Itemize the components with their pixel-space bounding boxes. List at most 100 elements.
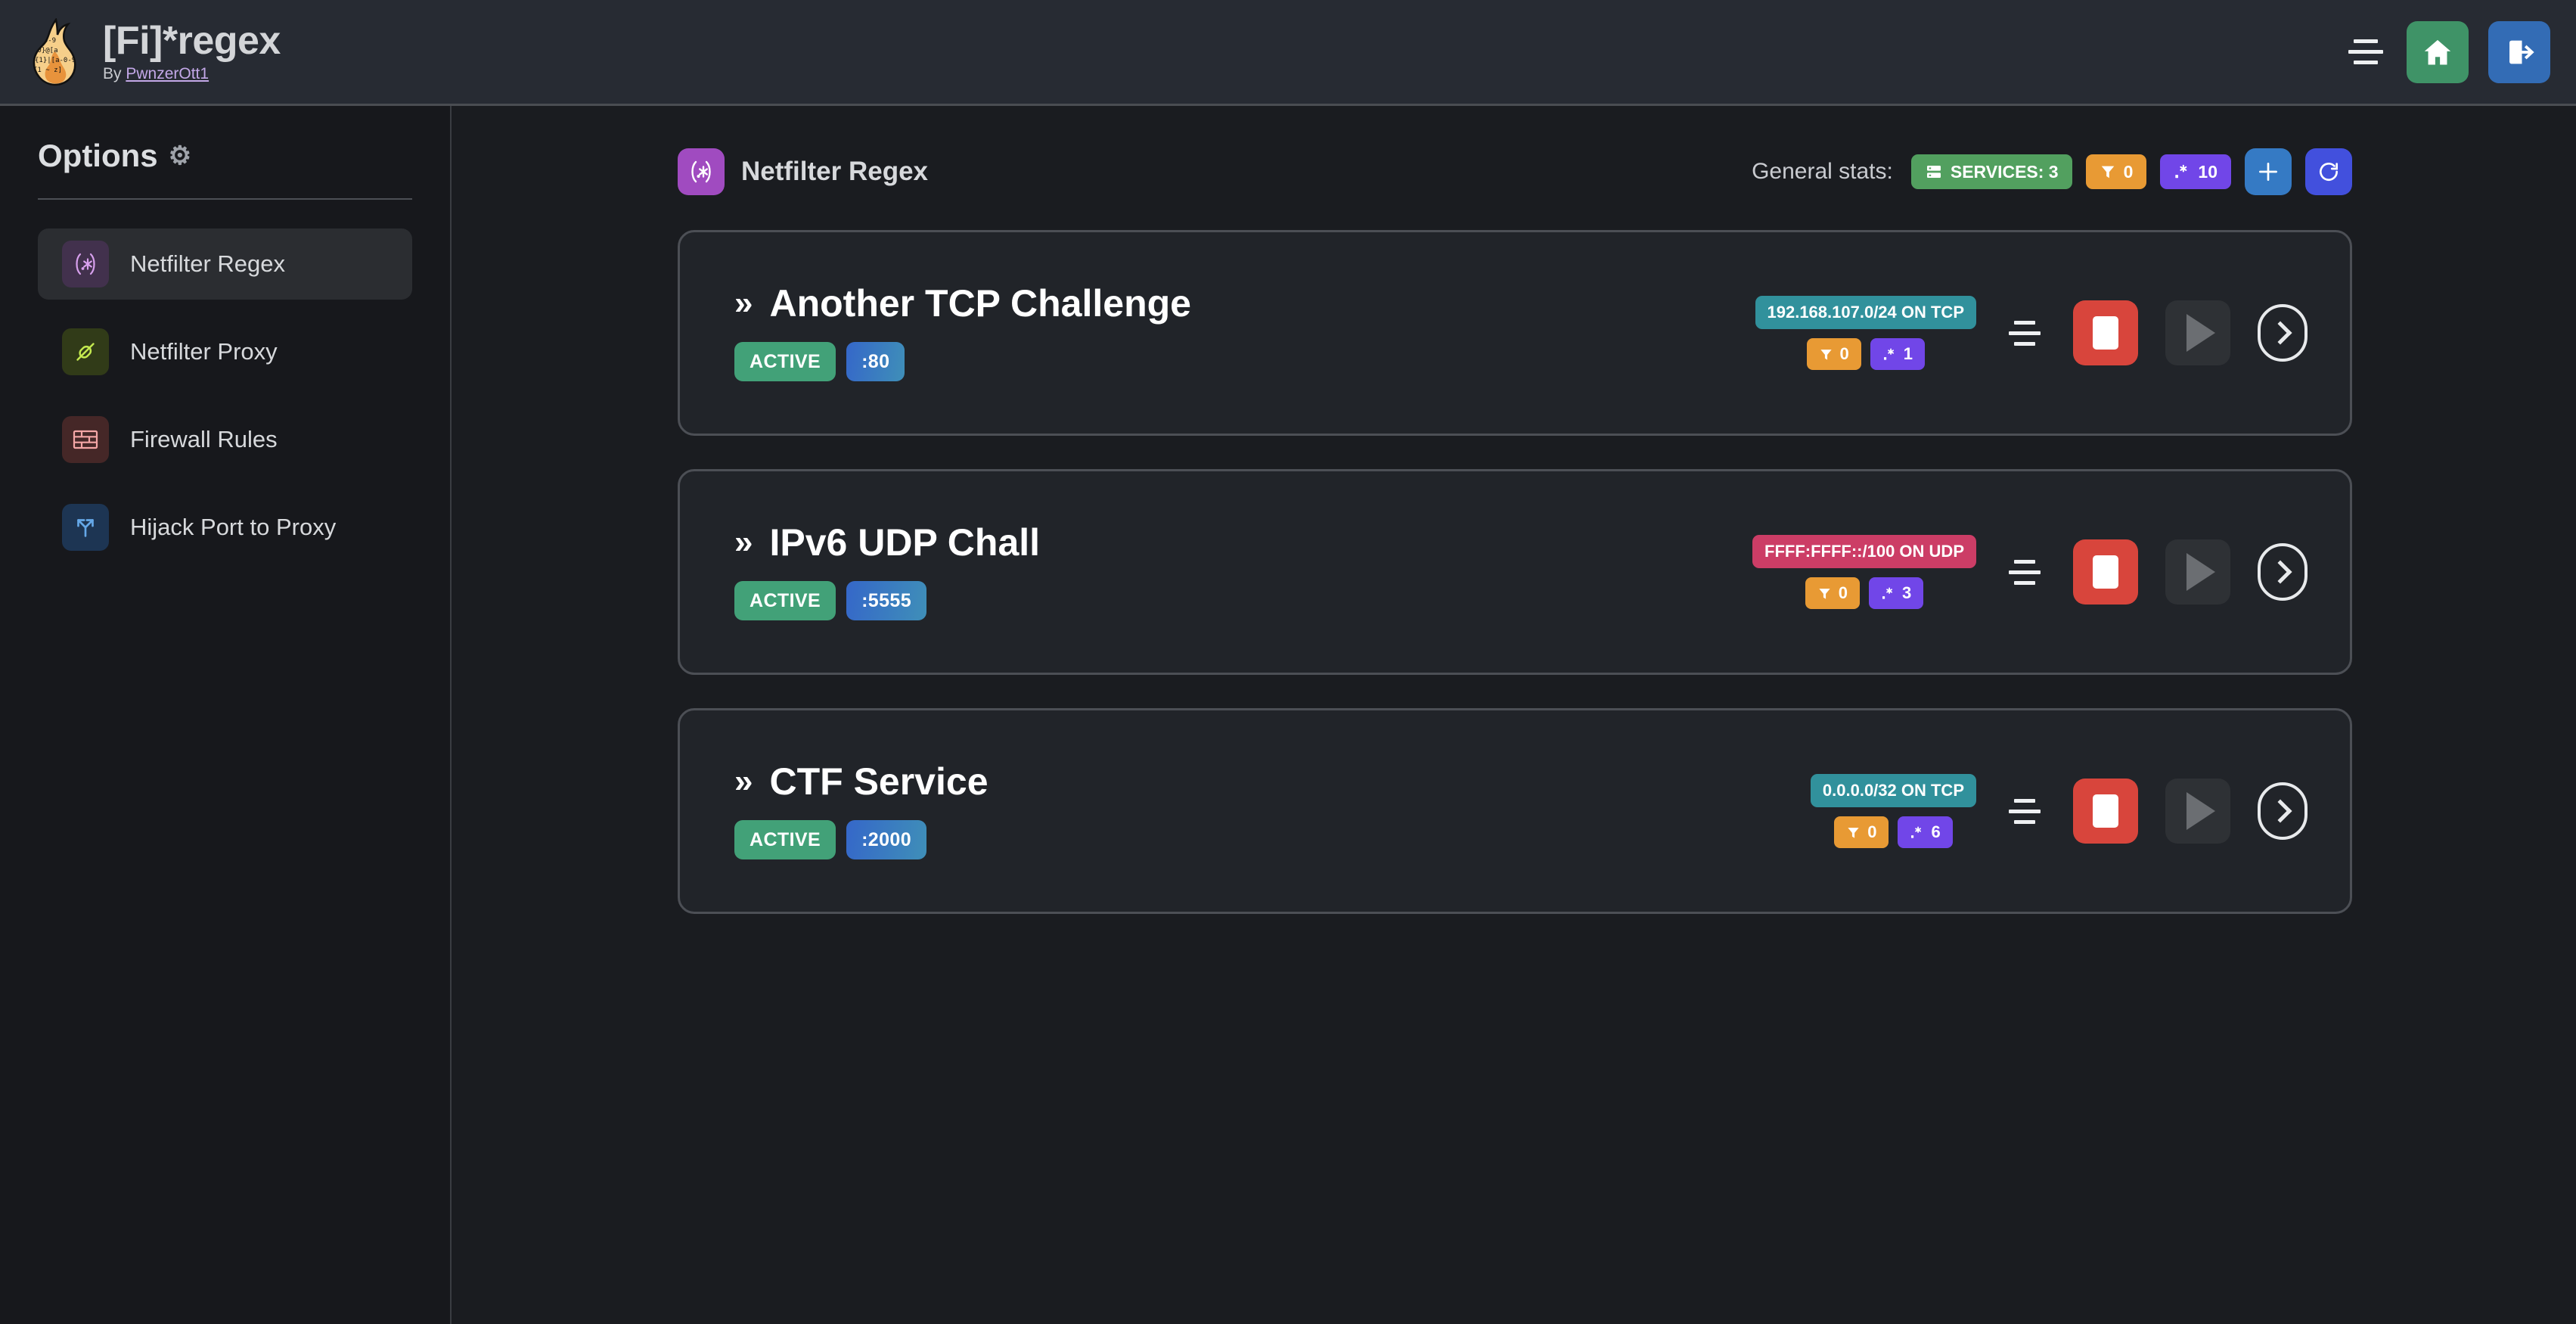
general-stats-label: General stats: [1752,159,1893,184]
sidebar-item-firewall-rules[interactable]: Firewall Rules [38,404,412,475]
app-byline: By PwnzerOtt1 [103,65,281,83]
service-counters: 0 6 [1834,816,1953,848]
stop-icon [2093,555,2118,589]
gear-icon: ⚙ [168,141,192,170]
double-chevron-icon: » [734,524,753,561]
service-tags: ACTIVE :2000 [734,820,989,859]
hamburger-line [2348,50,2383,54]
service-badges: 192.168.107.0/24 ON TCP 0 1 [1755,296,1976,370]
plus-icon [2255,159,2281,185]
filters-count-badge: 0 [1834,816,1889,848]
service-card-info: » IPv6 UDP Chall ACTIVE :5555 [734,524,1040,620]
sidebar-divider [38,198,412,200]
service-card[interactable]: » Another TCP Challenge ACTIVE :80 192.1… [678,230,2352,436]
sidebar-item-label: Hijack Port to Proxy [130,514,337,540]
service-card-info: » CTF Service ACTIVE :2000 [734,763,989,859]
header-actions [2345,20,2576,83]
list-line [2014,580,2035,585]
service-tags: ACTIVE :5555 [734,581,1040,620]
home-button[interactable] [2407,20,2469,83]
play-button[interactable] [2165,300,2230,365]
chevron-right-icon [2268,560,2292,584]
stat-regexes-text: 10 [2198,161,2218,182]
regex-icon [678,148,725,195]
regex-icon [1881,586,1895,601]
regex-icon [2174,163,2190,180]
stat-badge-regexes[interactable]: 10 [2160,154,2231,189]
list-icon[interactable] [2003,312,2046,354]
service-name-row: » IPv6 UDP Chall [734,524,1040,561]
network-badge: 0.0.0.0/32 ON TCP [1810,774,1976,807]
list-line [2014,819,2035,824]
network-badge: 192.168.107.0/24 ON TCP [1755,296,1976,329]
stat-badge-filters[interactable]: 0 [2085,154,2147,189]
sidebar-item-label: Netfilter Proxy [130,338,278,365]
service-card-info: » Another TCP Challenge ACTIVE :80 [734,284,1191,381]
brick-wall-icon [62,416,109,463]
service-counters: 0 1 [1806,338,1925,370]
double-chevron-icon: » [734,284,753,322]
play-icon [2186,314,2215,352]
service-details-button[interactable] [2258,543,2308,601]
status-badge: ACTIVE [734,820,836,859]
service-card[interactable]: » CTF Service ACTIVE :2000 0.0.0.0/32 ON… [678,708,2352,914]
list-line [2014,341,2035,346]
sidebar-item-hijack-port-to-proxy[interactable]: Hijack Port to Proxy [38,492,412,563]
stop-button[interactable] [2073,300,2138,365]
list-icon[interactable] [2003,790,2046,832]
top-header-bar: -z0-9 20}@[a {1}|[a-0-9] {1 ~ z] [Fi]*re… [0,0,2576,106]
author-link[interactable]: PwnzerOtt1 [126,65,209,83]
logout-icon [2503,36,2535,68]
stop-icon [2093,316,2118,350]
sidebar-item-netfilter-regex[interactable]: Netfilter Regex [38,228,412,300]
service-badges: 0.0.0.0/32 ON TCP 0 6 [1810,774,1976,848]
hamburger-line [2354,39,2378,43]
list-line [2014,320,2035,325]
logout-button[interactable] [2488,20,2550,83]
regex-icon [1882,347,1897,362]
list-line [2009,331,2041,335]
brand: -z0-9 20}@[a {1}|[a-0-9] {1 ~ z] [Fi]*re… [0,17,281,86]
svg-text:20}@[a: 20}@[a [33,47,58,54]
service-details-button[interactable] [2258,782,2308,840]
stat-services-text: SERVICES: 3 [1950,161,2059,182]
stop-button[interactable] [2073,539,2138,605]
stat-badge-services[interactable]: SERVICES: 3 [1910,154,2072,189]
service-details-button[interactable] [2258,304,2308,362]
status-badge: ACTIVE [734,342,836,381]
regex-icon [1910,825,1924,840]
main-header-row: Netfilter Regex General stats: SERVICES:… [453,106,2576,195]
service-card-actions: 0.0.0.0/32 ON TCP 0 6 [1810,774,2308,848]
filters-count: 0 [1839,344,1849,363]
hamburger-menu-icon[interactable] [2345,31,2387,73]
list-line [2014,559,2035,564]
play-icon [2186,792,2215,830]
shuffle-arrows-icon [62,504,109,551]
plug-icon [62,328,109,375]
port-badge: :5555 [846,581,927,620]
regexes-count-badge: 1 [1870,338,1925,370]
play-button[interactable] [2165,539,2230,605]
stop-button[interactable] [2073,779,2138,844]
refresh-button[interactable] [2305,148,2352,195]
port-badge: :2000 [846,820,927,859]
service-name-row: » Another TCP Challenge [734,284,1191,322]
filters-count-badge: 0 [1805,577,1860,609]
flame-regex-logo: -z0-9 20}@[a {1}|[a-0-9] {1 ~ z] [26,17,83,86]
chevron-right-icon [2268,799,2292,823]
service-card-list: » Another TCP Challenge ACTIVE :80 192.1… [453,195,2576,914]
service-card-actions: 192.168.107.0/24 ON TCP 0 1 [1755,296,2308,370]
service-name-row: » CTF Service [734,763,989,800]
regexes-count-badge: 6 [1898,816,1953,848]
sidebar-nav-list: Netfilter Regex Netfilter Proxy Firewall… [38,228,412,563]
sidebar-item-netfilter-proxy[interactable]: Netfilter Proxy [38,316,412,387]
filter-icon [1819,347,1833,362]
service-card[interactable]: » IPv6 UDP Chall ACTIVE :5555 FFFF:FFFF:… [678,469,2352,675]
sidebar-heading-label: Options [38,138,158,173]
add-service-button[interactable] [2245,148,2292,195]
regexes-count: 1 [1903,344,1913,363]
play-button[interactable] [2165,779,2230,844]
list-line [2009,570,2041,574]
play-icon [2186,553,2215,591]
list-icon[interactable] [2003,551,2046,593]
